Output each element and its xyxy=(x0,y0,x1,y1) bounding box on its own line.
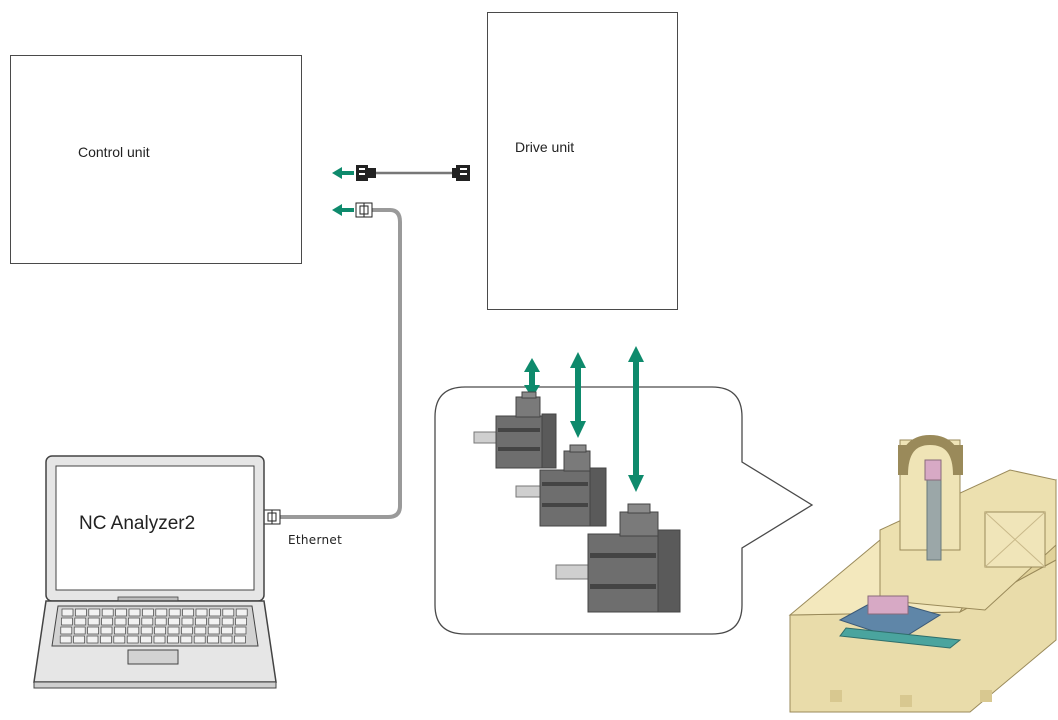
keyboard-key xyxy=(73,635,85,644)
keyboard-key xyxy=(221,617,234,626)
keyboard-key xyxy=(235,608,248,617)
keyboard-key xyxy=(207,626,220,635)
keyboard-key xyxy=(140,626,153,635)
keyboard-key xyxy=(87,617,100,626)
servo-motor-icon xyxy=(473,391,557,469)
keyboard-key xyxy=(88,608,101,617)
optical-connector-icon xyxy=(356,165,376,181)
keyboard-key xyxy=(59,635,72,644)
keyboard-key xyxy=(222,608,235,617)
keyboard-key xyxy=(168,608,181,617)
keyboard-key xyxy=(155,608,168,617)
keyboard-key xyxy=(75,608,87,617)
ethernet-cable xyxy=(278,208,402,519)
keyboard-key xyxy=(100,635,112,644)
keyboard-key xyxy=(193,635,206,644)
keyboard-key xyxy=(168,617,180,626)
keyboard-key xyxy=(140,635,152,644)
ethernet-connector-icon xyxy=(263,509,281,525)
keyboard-key xyxy=(181,617,194,626)
keyboard-key xyxy=(180,635,193,644)
ethernet-label: Ethernet xyxy=(288,533,343,547)
servo-motor-icon xyxy=(555,503,681,613)
keyboard-key xyxy=(194,626,207,635)
keyboard-key xyxy=(209,608,221,617)
arrow-to-control-unit xyxy=(332,167,354,216)
keyboard-key xyxy=(154,617,167,626)
keyboard-key xyxy=(141,617,154,626)
keyboard-key xyxy=(74,617,87,626)
keyboard-key xyxy=(207,635,219,644)
control-unit-label: Control unit xyxy=(78,144,150,160)
keyboard-key xyxy=(73,626,86,635)
control-unit-box: Control unit xyxy=(10,55,302,264)
keyboard-key xyxy=(142,608,154,617)
laptop-icon xyxy=(33,455,277,689)
keyboard-key xyxy=(114,626,126,635)
keyboard-key xyxy=(220,635,233,644)
keyboard-key xyxy=(167,626,180,635)
keyboard-key xyxy=(100,626,113,635)
keyboard-key xyxy=(61,617,73,626)
keyboard-key xyxy=(115,608,127,617)
keyboard-key xyxy=(235,617,247,626)
keyboard-key xyxy=(234,635,246,644)
keyboard-key xyxy=(208,617,221,626)
servo-motor-icon xyxy=(515,444,607,527)
machine-tool-icon xyxy=(788,434,1057,713)
bidirectional-arrow-icon xyxy=(628,346,644,492)
keyboard-key xyxy=(128,608,141,617)
keyboard-key xyxy=(61,608,74,617)
keyboard-key xyxy=(101,608,114,617)
bidirectional-arrow-icon xyxy=(570,352,586,438)
keyboard-key xyxy=(167,635,179,644)
keyboard-key xyxy=(221,626,233,635)
keyboard-key xyxy=(114,617,127,626)
optical-connector-icon xyxy=(452,165,470,181)
keyboard-key xyxy=(87,626,99,635)
keyboard-key xyxy=(195,617,207,626)
drive-unit-label: Drive unit xyxy=(515,139,575,155)
keyboard-key xyxy=(195,608,208,617)
keyboard-key xyxy=(181,626,193,635)
keyboard-key xyxy=(154,626,166,635)
keyboard-key xyxy=(182,608,194,617)
keyboard-key xyxy=(113,635,126,644)
keyboard-key xyxy=(86,635,99,644)
keyboard-key xyxy=(153,635,166,644)
keyboard-key xyxy=(234,626,247,635)
keyboard-key xyxy=(127,626,140,635)
drive-unit-box: Drive unit xyxy=(487,12,678,310)
keyboard-key xyxy=(126,635,139,644)
keyboard-key xyxy=(101,617,113,626)
laptop-screen-text: NC Analyzer2 xyxy=(79,513,196,534)
keyboard-key xyxy=(60,626,73,635)
ethernet-connector-icon xyxy=(355,202,373,218)
keyboard-key xyxy=(128,617,140,626)
